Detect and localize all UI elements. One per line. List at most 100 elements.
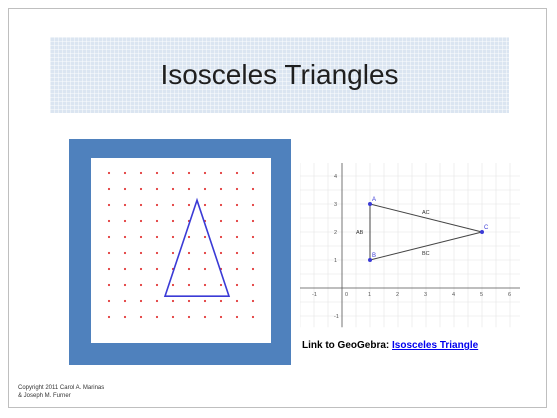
slide-title: Isosceles Triangles	[160, 59, 399, 90]
geoboard-peg	[187, 251, 191, 255]
geoboard-peg	[107, 315, 111, 319]
geogebra-link-line: Link to GeoGebra: Isosceles Triangle	[302, 340, 478, 351]
isosceles-triangle-link[interactable]: Isosceles Triangle	[392, 340, 479, 351]
geoboard-peg	[139, 283, 143, 287]
geoboard-peg	[123, 171, 127, 175]
geoboard-peg	[187, 171, 191, 175]
x-tick-label: 3	[424, 292, 427, 298]
geoboard-peg	[219, 251, 223, 255]
point-c	[480, 230, 484, 234]
geoboard-peg	[139, 315, 143, 319]
geoboard-peg	[139, 235, 143, 239]
geoboard-peg	[155, 251, 159, 255]
geoboard-peg	[107, 187, 111, 191]
geoboard-peg	[203, 283, 207, 287]
geoboard-peg	[139, 267, 143, 271]
y-tick-label: -1	[334, 314, 339, 320]
geoboard-peg	[235, 267, 239, 271]
geoboard-board	[91, 158, 271, 343]
geoboard-peg	[171, 299, 175, 303]
geoboard-peg	[203, 203, 207, 207]
geoboard-peg	[203, 171, 207, 175]
geoboard-peg	[203, 251, 207, 255]
geoboard-peg	[123, 203, 127, 207]
x-tick-label: -1	[312, 292, 317, 298]
copyright-line-1: Copyright 2011 Carol A. Marinas	[18, 385, 105, 391]
geoboard-peg	[155, 267, 159, 271]
geoboard-peg	[251, 203, 255, 207]
geoboard-peg	[187, 203, 191, 207]
geoboard-peg	[235, 283, 239, 287]
y-tick-label: 1	[334, 258, 337, 264]
geoboard-peg	[107, 235, 111, 239]
geoboard-peg	[219, 283, 223, 287]
y-tick-label: 3	[334, 202, 337, 208]
geoboard-peg	[203, 235, 207, 239]
geoboard-peg	[251, 299, 255, 303]
geoboard-peg	[235, 203, 239, 207]
geoboard-peg	[235, 187, 239, 191]
geoboard-peg	[187, 283, 191, 287]
geoboard-peg	[235, 299, 239, 303]
geoboard-peg	[219, 299, 223, 303]
geoboard-peg	[107, 219, 111, 223]
geoboard-peg	[251, 187, 255, 191]
geoboard-peg	[107, 251, 111, 255]
geoboard-peg	[155, 187, 159, 191]
geoboard-peg	[203, 315, 207, 319]
geoboard-peg	[107, 171, 111, 175]
geoboard-peg	[123, 235, 127, 239]
geoboard-peg	[123, 219, 127, 223]
geoboard-peg	[251, 235, 255, 239]
point-label: A	[372, 197, 376, 203]
x-tick-label: 6	[508, 292, 511, 298]
geoboard-peg	[123, 299, 127, 303]
geoboard-peg	[187, 187, 191, 191]
x-tick-label: 1	[368, 292, 371, 298]
geoboard-peg	[251, 267, 255, 271]
geoboard-peg	[251, 171, 255, 175]
geoboard-peg	[155, 299, 159, 303]
segment-label: AB	[356, 230, 364, 236]
segment-ac	[369, 203, 483, 233]
point-b	[368, 258, 372, 262]
geoboard-peg	[139, 299, 143, 303]
geoboard-peg	[235, 171, 239, 175]
x-tick-label: 2	[396, 292, 399, 298]
geoboard-peg	[139, 219, 143, 223]
x-tick-label: 5	[480, 292, 483, 298]
geoboard-peg	[123, 267, 127, 271]
geoboard-peg	[123, 283, 127, 287]
geoboard-peg	[123, 187, 127, 191]
geoboard-peg	[155, 219, 159, 223]
geoboard-peg	[203, 187, 207, 191]
geoboard-peg	[123, 251, 127, 255]
geoboard-peg	[171, 219, 175, 223]
link-prefix: Link to GeoGebra:	[302, 340, 393, 351]
geoboard-peg	[139, 187, 143, 191]
geoboard-peg	[107, 203, 111, 207]
geoboard-peg	[235, 235, 239, 239]
geoboard-peg	[219, 219, 223, 223]
x-tick-label: 4	[452, 292, 455, 298]
geoboard-peg	[171, 235, 175, 239]
y-tick-label: 2	[334, 230, 337, 236]
geoboard-peg	[187, 315, 191, 319]
geoboard-peg	[155, 235, 159, 239]
geoboard-peg	[123, 315, 127, 319]
geoboard-peg	[171, 283, 175, 287]
copyright-note: Copyright 2011 Carol A. Marinas & Joseph…	[18, 384, 104, 400]
segment-bc	[369, 231, 483, 261]
geoboard-peg	[219, 171, 223, 175]
geoboard-peg	[155, 203, 159, 207]
geoboard-peg	[139, 171, 143, 175]
geoboard-peg	[107, 267, 111, 271]
geoboard-peg	[235, 219, 239, 223]
y-tick-label: 4	[334, 174, 337, 180]
point-a	[368, 202, 372, 206]
geoboard-peg	[171, 203, 175, 207]
point-label: B	[372, 253, 376, 259]
geoboard-peg	[219, 203, 223, 207]
